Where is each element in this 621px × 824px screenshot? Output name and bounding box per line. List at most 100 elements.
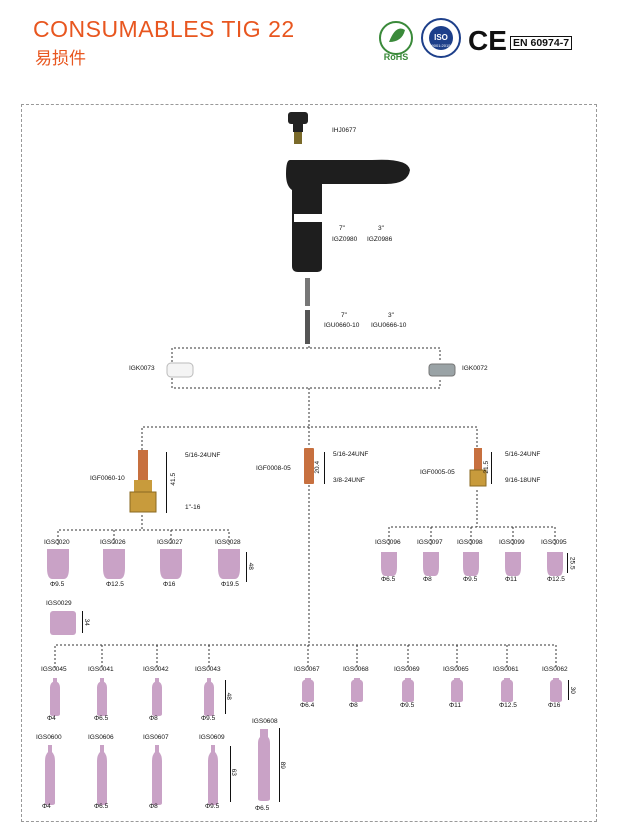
collet-mid-dim-line [324,452,325,484]
nozzle-diameter: Φ9.5 [201,715,216,722]
electrode-length-b: 3" [388,312,394,319]
collet-mid-thread-top: 5/16-24UNF [333,451,369,458]
insulator-left-code: IGK0073 [129,365,155,372]
nozzle-code: IGS0027 [157,539,183,546]
nozzle-diameter: Φ12.5 [106,581,124,588]
collet-mid-thread-bottom: 3/8-24UNF [333,477,365,484]
nozzle-gas-dim-line [567,553,568,573]
nozzle-code: IGS0600 [36,734,62,741]
nozzle-icon [152,678,162,716]
nozzle-code: IGS0098 [457,539,483,546]
nozzle-icon [381,552,397,576]
nozzle-code: IGS0065 [443,666,469,673]
nozzle-code: IGS0041 [88,666,114,673]
collet-body-right-icon [469,448,487,487]
back-cap-icon [288,112,308,144]
nozzle-row4-dim-line [230,746,231,802]
nozzle-icon [547,552,563,576]
nozzle-diameter: Φ9.5 [463,576,478,583]
nozzle-icon [204,678,214,716]
nozzle-code: IGS0020 [44,539,70,546]
nozzle-long-dia: Φ6.5 [255,805,270,812]
nozzle-code: IGS0606 [88,734,114,741]
standard-badge: EN 60974-7 [510,36,573,50]
electrode-icon [305,278,310,344]
nozzle-code: IGS0026 [100,539,126,546]
nozzle-icon [47,549,69,579]
insulator-white-icon [166,362,194,378]
nozzle-code: IGS0042 [143,666,169,673]
nozzle-icon [302,678,314,702]
nozzle-long-code: IGS0608 [252,718,278,725]
collet-mid-code: IGF0008-05 [256,465,291,472]
nozzle-icon [550,678,562,702]
nozzle-icon [45,745,55,805]
page-title: CONSUMABLES TIG 22 [33,16,295,42]
nozzle-diameter: Φ8 [149,715,158,722]
nozzle-diameter: Φ19.5 [221,581,239,588]
nozzle-code: IGS0045 [41,666,67,673]
iso-logo-icon: ISO 9001:2015 [421,18,461,58]
collet-left-thread-bottom: 1"-16 [185,504,201,511]
diagram-frame [21,104,597,822]
collet-right-thread-top: 5/16-24UNF [505,451,541,458]
nozzle-extra-icon [50,611,76,635]
nozzle-diameter: Φ6.5 [94,715,109,722]
nozzle-diameter: Φ12.5 [499,702,517,709]
collet-right-code: IGF0005-05 [420,469,455,476]
nozzle-row3-right-dim-line [568,680,569,700]
nozzle-diameter: Φ4 [47,715,56,722]
nozzle-large-dim-line [246,552,247,582]
nozzle-code: IGS0062 [542,666,568,673]
nozzle-code: IGS0609 [199,734,225,741]
electrode-length-a: 7" [341,312,347,319]
nozzle-extra-dim-line [82,611,83,633]
body-length-a: 7" [339,225,345,232]
nozzle-code: IGS0068 [343,666,369,673]
torch-body-icon [286,159,410,272]
nozzle-diameter: Φ8 [349,702,358,709]
iso-label: ISO [434,33,448,42]
nozzle-diameter: Φ9.5 [205,803,220,810]
nozzle-code: IGS0061 [493,666,519,673]
nozzle-long-dim-line [279,728,280,802]
nozzle-row3-right-dim: 30 [568,686,576,694]
insulator-grey-icon [428,363,456,377]
collet-right-dim-line [491,452,492,484]
nozzle-diameter: Φ6.4 [300,702,315,709]
nozzle-code: IGS0096 [375,539,401,546]
iso-sub-label: 9001:2015 [432,43,452,48]
nozzle-gas-dim: 25.5 [568,556,576,570]
nozzle-code: IGS0028 [215,539,241,546]
nozzle-icon [160,549,182,579]
body-code-b: IGZ0986 [367,236,393,243]
nozzle-code: IGS0607 [143,734,169,741]
collet-body-large-icon [129,450,157,513]
electrode-code-b: IGU0666-10 [371,322,407,329]
insulator-right-code: IGK0072 [462,365,488,372]
nozzle-icon [402,678,414,702]
nozzle-icon [351,678,363,702]
nozzle-icon [423,552,439,576]
electrode-code-a: IGU0660-10 [324,322,360,329]
nozzle-icon [152,745,162,805]
nozzle-diameter: Φ16 [163,581,176,588]
nozzle-icon [463,552,479,576]
nozzle-code: IGS0043 [195,666,221,673]
nozzle-extra-code: IGS0029 [46,600,72,607]
body-code-a: IGZ0980 [332,236,358,243]
nozzle-code: IGS0095 [541,539,567,546]
nozzle-row4-dim: 63 [229,768,237,776]
nozzle-large-dim: 48 [246,562,254,570]
collet-left-thread-top: 5/16-24UNF [185,452,221,459]
nozzle-code: IGS0069 [394,666,420,673]
nozzle-long-dim: 89 [278,761,286,769]
nozzle-icon [501,678,513,702]
nozzle-row3-dim-line [225,680,226,714]
nozzle-code: IGS0099 [499,539,525,546]
page-subtitle: 易损件 [35,49,86,68]
body-length-b: 3" [378,225,384,232]
nozzle-diameter: Φ11 [449,702,461,709]
nozzle-diameter: Φ11 [505,576,517,583]
